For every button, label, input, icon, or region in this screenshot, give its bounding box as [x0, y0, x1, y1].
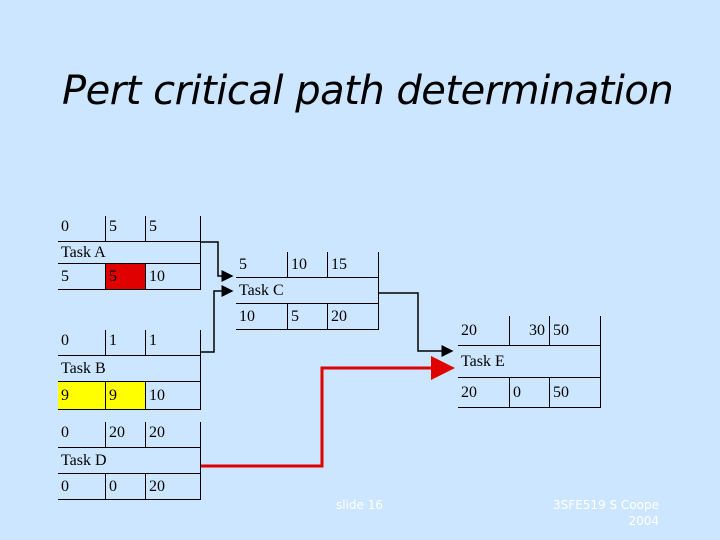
task-e-latest-start: 20 — [458, 378, 510, 408]
task-d-node: 0 20 20 Task D 0 0 20 — [58, 422, 201, 500]
task-e-duration: 30 — [510, 316, 550, 346]
task-e-node: 20 30 50 Task E 20 0 50 — [458, 316, 601, 408]
arrow-c-to-e — [379, 292, 454, 357]
task-c-earliest-start: 5 — [236, 252, 288, 278]
task-e-earliest-start: 20 — [458, 316, 510, 346]
task-a-earliest-finish: 5 — [146, 216, 201, 242]
slide-title: Pert critical path determination — [62, 68, 674, 114]
task-b-latest-finish: 10 — [146, 382, 201, 410]
task-a-node: 0 5 5 Task A 5 5 10 — [58, 216, 201, 290]
arrow-b-to-c — [201, 285, 234, 353]
task-c-earliest-finish: 15 — [328, 252, 379, 278]
task-c-duration: 10 — [288, 252, 328, 278]
slide-number: slide 16 — [336, 498, 384, 512]
task-b-earliest-start: 0 — [58, 330, 106, 356]
task-d-duration: 20 — [106, 422, 146, 448]
task-b-latest-start: 9 — [58, 382, 106, 410]
task-b-earliest-finish: 1 — [146, 330, 201, 356]
task-e-earliest-finish: 50 — [550, 316, 601, 346]
task-b-duration: 1 — [106, 330, 146, 356]
task-c-name: Task C — [236, 278, 379, 304]
task-e-latest-finish: 50 — [550, 378, 601, 408]
task-d-slack: 0 — [106, 474, 146, 500]
task-d-earliest-start: 0 — [58, 422, 106, 448]
task-e-slack: 0 — [510, 378, 550, 408]
task-a-slack: 5 — [106, 264, 146, 290]
task-a-latest-finish: 10 — [146, 264, 201, 290]
task-c-latest-finish: 20 — [328, 304, 379, 330]
task-c-node: 5 10 15 Task C 10 5 20 — [236, 252, 379, 330]
task-d-earliest-finish: 20 — [146, 422, 201, 448]
task-b-slack: 9 — [106, 382, 146, 410]
task-a-earliest-start: 0 — [58, 216, 106, 242]
task-d-name: Task D — [58, 448, 201, 474]
task-d-latest-start: 0 — [58, 474, 106, 500]
task-b-node: 0 1 1 Task B 9 9 10 — [58, 330, 201, 410]
credit-line-1: 3SFE519 S Coope — [553, 498, 659, 512]
arrow-a-to-c — [201, 241, 234, 282]
task-a-name: Task A — [58, 242, 201, 264]
credit-line-2: 2004 — [628, 514, 659, 528]
arrow-b-to-e-critical — [201, 356, 455, 468]
task-a-latest-start: 5 — [58, 264, 106, 290]
task-d-latest-finish: 20 — [146, 474, 201, 500]
task-c-slack: 5 — [288, 304, 328, 330]
task-a-duration: 5 — [106, 216, 146, 242]
task-e-name: Task E — [458, 346, 601, 378]
task-c-latest-start: 10 — [236, 304, 288, 330]
task-b-name: Task B — [58, 356, 201, 382]
